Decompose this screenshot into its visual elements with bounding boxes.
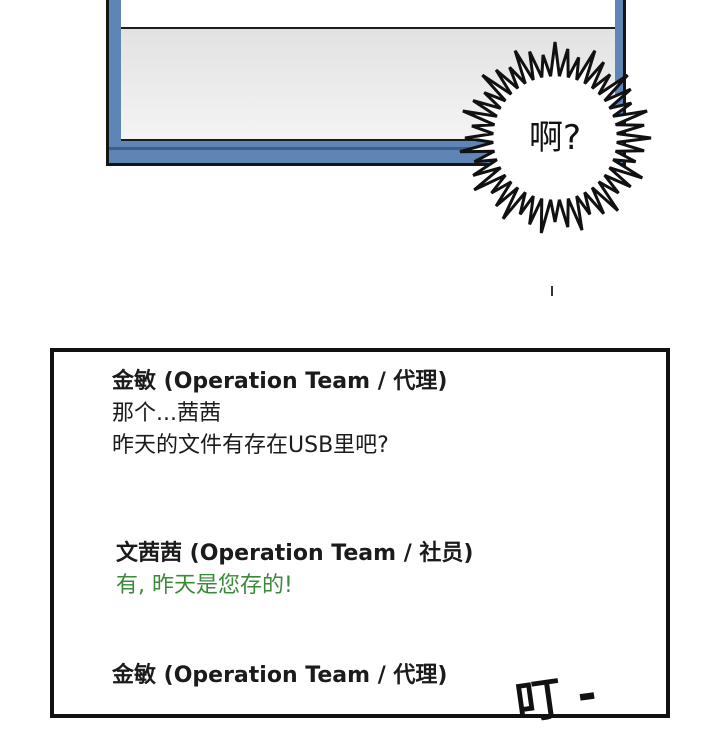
chat-message: 金敏 (Operation Team / 代理): [112, 660, 447, 692]
message-line: 那个...茜茜: [112, 401, 221, 426]
chat-message: 文茜茜 (Operation Team / 社员) 有, 昨天是您存的!: [116, 538, 473, 602]
sound-effect: 叮 -: [512, 665, 600, 731]
speech-burst: [459, 41, 652, 234]
message-sender: 金敏 (Operation Team / 代理): [112, 369, 448, 394]
chat-message: 金敏 (Operation Team / 代理) 那个...茜茜 昨天的文件有存…: [112, 366, 447, 462]
message-sender: 文茜茜 (Operation Team / 社员): [116, 541, 474, 566]
speech-burst-text: 啊?: [528, 118, 582, 158]
message-line: 昨天的文件有存在USB里吧?: [112, 433, 389, 458]
monitor-screen-top: [121, 0, 615, 29]
message-line: 有, 昨天是您存的!: [116, 573, 293, 598]
message-sender: 金敏 (Operation Team / 代理): [112, 663, 448, 688]
chat-panel: 金敏 (Operation Team / 代理) 那个...茜茜 昨天的文件有存…: [50, 348, 670, 718]
small-mark: [551, 286, 553, 296]
monitor-stripe: [109, 147, 623, 150]
